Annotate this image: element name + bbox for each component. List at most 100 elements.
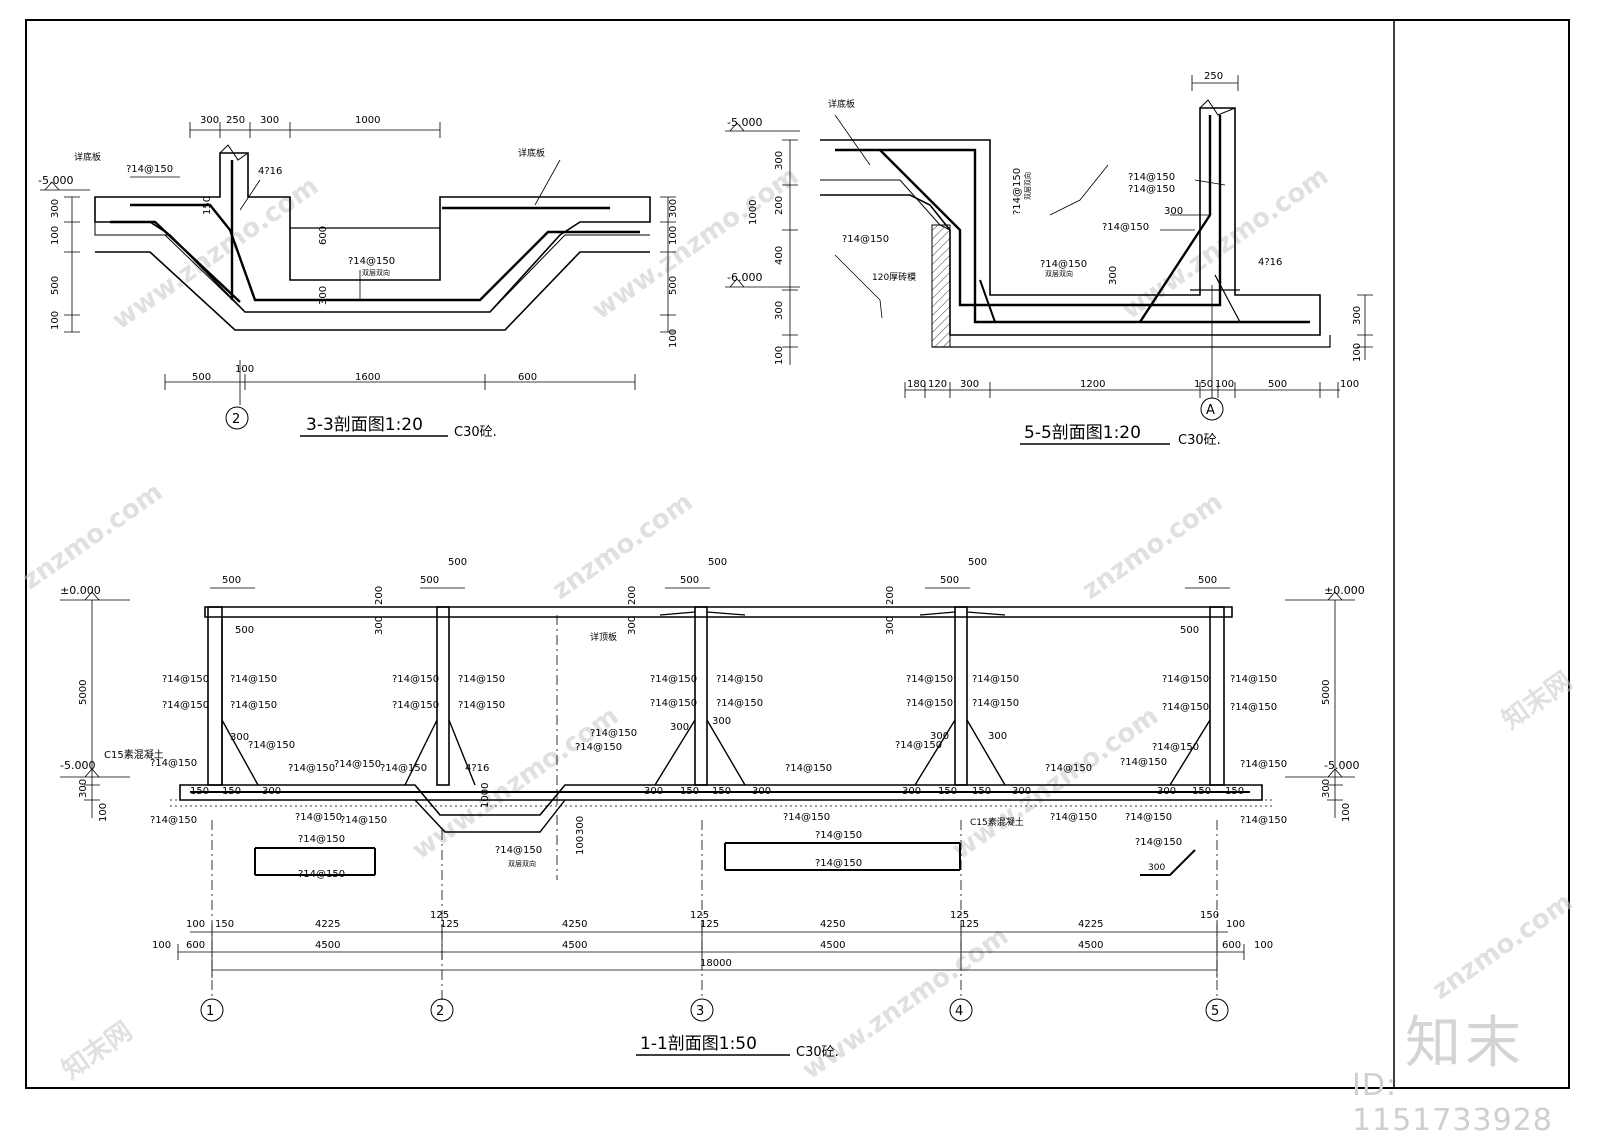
dim-text: 300 (774, 301, 785, 320)
dim-text: 500 (968, 557, 987, 568)
leader (834, 114, 871, 166)
dim-text: 300 (262, 786, 281, 797)
dim-text: 500 (680, 575, 699, 586)
rebar-line (130, 203, 640, 302)
dim-text: 300 (902, 786, 921, 797)
axis-bubble (1200, 397, 1224, 421)
note-text: 详顶板 (590, 631, 617, 643)
rebar-line (979, 279, 996, 323)
dim-text: 300 (200, 115, 219, 126)
section-title: 1-1剖面图1:50 (640, 1034, 757, 1054)
dim-text: 500 (668, 276, 679, 295)
rebar-text: ?14@150 (150, 815, 197, 826)
dim-text: 150 (1192, 786, 1211, 797)
sump-pit (414, 799, 566, 833)
dim-text: 150 (712, 786, 731, 797)
dim-text: 4500 (1078, 940, 1103, 951)
dim-text: 500 (708, 557, 727, 568)
dim-line-left (84, 600, 100, 818)
rebar-text: ?14@150 (1040, 259, 1087, 270)
wall (436, 606, 450, 786)
dim-text: 300 (644, 786, 663, 797)
rebar-text: ?14@150 (162, 700, 209, 711)
rebar-text: ?14@150 (295, 812, 342, 823)
dim-text: 1000 (480, 783, 491, 808)
axis-label: 3 (696, 1004, 704, 1019)
dim-text: 100 (152, 940, 171, 951)
section-outline (820, 107, 1321, 336)
pit-slope-left (95, 234, 246, 313)
dim-text: 100 (668, 329, 679, 348)
level-text: ±0.000 (1324, 584, 1365, 597)
dim-text: 300 (575, 816, 586, 835)
rebar-text: 4?16 (1258, 257, 1282, 268)
dim-text: 300 (374, 616, 385, 635)
dim-text: 1200 (1080, 379, 1105, 390)
section-5-5-text: 250 300 200 1000 400 300 100 -5.000 -6.0… (727, 71, 1363, 448)
dim-text: 300 (670, 722, 689, 733)
dim-text: 200 (885, 586, 896, 605)
rebar-text: ?14@150 (298, 834, 345, 845)
wall (1209, 606, 1225, 786)
rebar-text: ?14@150 (1230, 674, 1277, 685)
watermark-text: znzmo.com (17, 477, 169, 596)
dim-text: 600 (318, 226, 329, 245)
dim-text: 300 (78, 779, 89, 798)
dim-text: 500 (50, 276, 61, 295)
rebar-text: ?14@150 (1240, 759, 1287, 770)
rebar-text: ?14@150 (334, 759, 381, 770)
rebar-text: ?14@150 (1135, 837, 1182, 848)
dim-text: 5000 (1321, 680, 1332, 705)
rebar-text: ?14@150 (1045, 763, 1092, 774)
rebar-text: ?14@150 (380, 763, 427, 774)
rebar-text: ?14@150 (815, 858, 862, 869)
brand-watermark: 知末 (1405, 1011, 1525, 1076)
section-3-3-text: 300 250 300 1000 500 1600 600 100 300 10… (38, 115, 679, 440)
dim-text: 150 (190, 786, 209, 797)
dim-text: 300 (774, 151, 785, 170)
wall (954, 606, 968, 786)
dim-ticks (177, 924, 1245, 978)
rebar-text: ?14@150 (1050, 812, 1097, 823)
dim-line-right (1327, 600, 1343, 818)
watermark-text: www.znzmo.com (947, 701, 1164, 866)
rebar-text: ?14@150 (392, 700, 439, 711)
dim-text: 600 (518, 372, 537, 383)
dim-text: 120 (928, 379, 947, 390)
dim-text: 300 (318, 286, 329, 305)
dim-text: 500 (940, 575, 959, 586)
note-text: 双层双向 (508, 859, 536, 868)
dim-text: 100 (1341, 803, 1352, 822)
dim-text: 125 (430, 910, 449, 921)
dim-text: 4250 (562, 919, 587, 930)
dim-text: 4500 (820, 940, 845, 951)
dim-text: 300 (1352, 306, 1363, 325)
dim-text: 100 (50, 311, 61, 330)
rebar-text: ?14@150 (298, 869, 345, 880)
rebar-detail (254, 847, 376, 876)
roof-slab (204, 606, 1233, 618)
dim-line-top (189, 122, 441, 138)
rebar-text: ?14@150 (1230, 702, 1277, 713)
dim-text: 200 (774, 196, 785, 215)
dim-text: 100 (1215, 379, 1234, 390)
dim-text: 300 (960, 379, 979, 390)
axis-bubble (225, 406, 249, 430)
dim-text: 500 (1268, 379, 1287, 390)
rebar-text: ?14@150 (842, 234, 889, 245)
dim-text: 500 (1198, 575, 1217, 586)
dim-text: 150 (680, 786, 699, 797)
level-mark (1285, 591, 1355, 601)
section-note: C30砼. (1178, 433, 1221, 448)
level-text: ±0.000 (60, 584, 101, 597)
rebar-text: ?14@150 (288, 763, 335, 774)
dim-text: 300 (712, 716, 731, 727)
dim-text: 100 (1254, 940, 1273, 951)
rebar-text: ?14@150 (392, 674, 439, 685)
dim-text: 150 (938, 786, 957, 797)
level-text: -6.000 (727, 271, 762, 284)
level-text: -5.000 (60, 759, 95, 772)
dim-text: 300 (50, 199, 61, 218)
dim-text: 4225 (1078, 919, 1103, 930)
dim-text: 500 (448, 557, 467, 568)
